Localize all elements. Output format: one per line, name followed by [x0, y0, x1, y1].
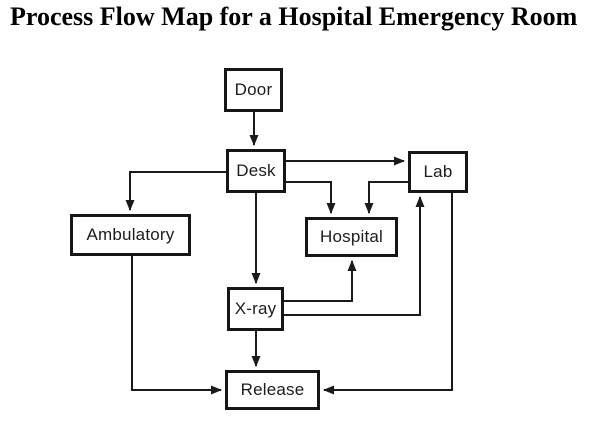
- node-release-label: Release: [240, 380, 305, 399]
- node-lab: Lab: [408, 151, 468, 193]
- node-door: Door: [224, 68, 283, 112]
- node-hospital: Hospital: [305, 217, 398, 257]
- node-desk-label: Desk: [236, 161, 276, 180]
- node-desk: Desk: [226, 149, 286, 193]
- edge-lab-hospital: [364, 181, 408, 214]
- node-ambulatory-label: Ambulatory: [86, 225, 175, 244]
- page-title: Process Flow Map for a Hospital Emergenc…: [10, 2, 578, 31]
- node-door-label: Door: [234, 80, 273, 99]
- edge-lab-release: [323, 193, 453, 395]
- node-xray: X-ray: [227, 287, 284, 331]
- edge-xray-hospital: [284, 260, 357, 302]
- edge-xray-lab: [284, 196, 425, 316]
- node-release: Release: [225, 370, 320, 410]
- edge-desk-ambulatory: [125, 171, 226, 211]
- node-hospital-label: Hospital: [319, 227, 384, 246]
- node-lab-label: Lab: [423, 162, 453, 181]
- edge-ambulatory-release: [131, 256, 222, 395]
- node-xray-label: X-ray: [234, 299, 277, 318]
- edge-desk-hospital: [286, 181, 336, 214]
- node-ambulatory: Ambulatory: [70, 214, 191, 256]
